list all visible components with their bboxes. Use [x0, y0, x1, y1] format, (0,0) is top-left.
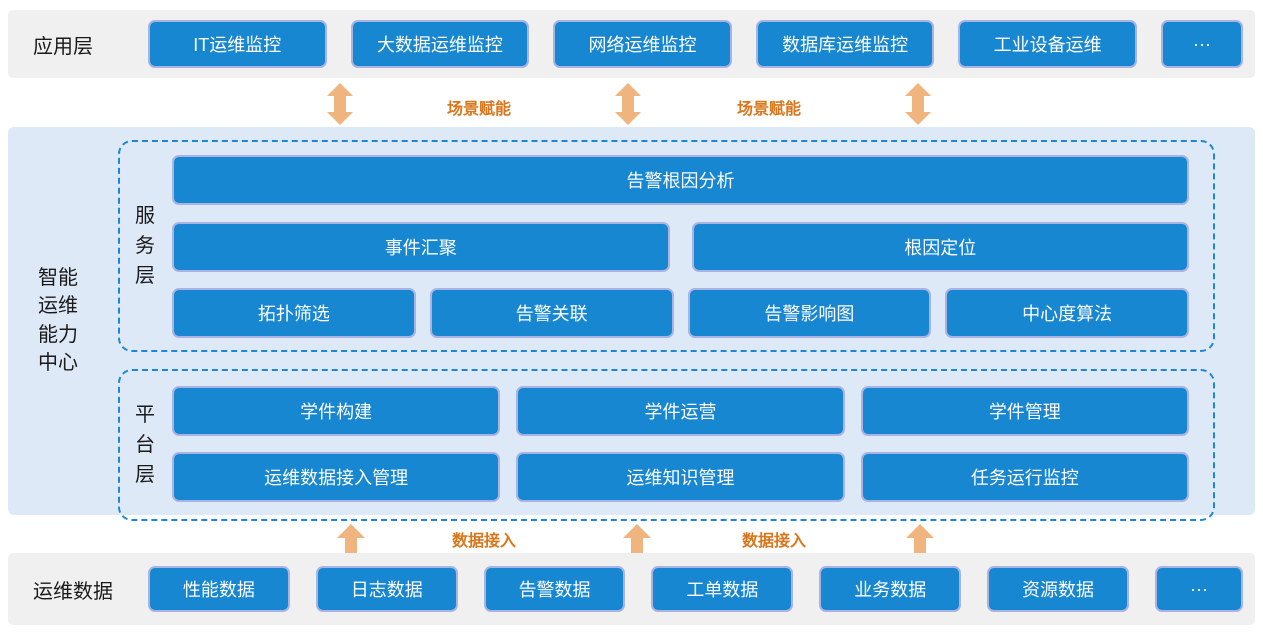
up-arrow-icon — [906, 524, 934, 553]
app-box-industrial-equipment-ops: 工业设备运维 — [958, 20, 1137, 68]
data-box-business-data: 业务数据 — [819, 566, 962, 612]
platform-layer-group: 平台层 学件构建 学件运营 学件管理 运维数据接入管理 运维知识管理 任务运行监… — [118, 369, 1215, 521]
data-access-label-1: 数据接入 — [452, 533, 517, 550]
platform-box-ops-knowledge-management: 运维知识管理 — [516, 452, 845, 502]
data-box-more-ellipsis: ··· — [1154, 566, 1243, 612]
service-box-alarm-correlation: 告警关联 — [429, 288, 674, 338]
app-box-bigdata-ops-monitoring: 大数据运维监控 — [350, 20, 530, 68]
app-box-it-ops-monitoring: IT运维监控 — [148, 20, 327, 68]
platform-box-ops-data-access-management: 运维数据接入管理 — [172, 452, 501, 502]
data-box-performance-data: 性能数据 — [148, 566, 290, 612]
app-box-more-ellipsis: ··· — [1160, 20, 1243, 68]
service-box-topology-filtering: 拓扑筛选 — [172, 288, 416, 338]
up-arrow-icon — [337, 524, 365, 553]
service-layer-group: 服务层 告警根因分析 事件汇聚 根因定位 拓扑筛选 告警关联 告警影响图 中心度… — [118, 140, 1215, 352]
service-layer-content: 告警根因分析 事件汇聚 根因定位 拓扑筛选 告警关联 告警影响图 中心度算法 — [172, 142, 1213, 350]
data-access-label-2: 数据接入 — [742, 533, 807, 550]
scene-enable-label-2: 场景赋能 — [737, 101, 802, 118]
data-box-alarm-data: 告警数据 — [483, 566, 626, 612]
service-box-centrality-algorithm: 中心度算法 — [945, 288, 1189, 338]
platform-box-learnware-build: 学件构建 — [172, 386, 501, 436]
up-arrow-icon — [623, 524, 651, 553]
ops-data-label: 运维数据 — [33, 580, 113, 603]
platform-box-task-run-monitoring: 任务运行监控 — [860, 452, 1189, 502]
service-box-alarm-impact-graph: 告警影响图 — [687, 288, 932, 338]
application-layer-label: 应用层 — [33, 35, 93, 58]
scene-enable-label-1: 场景赋能 — [447, 101, 512, 118]
app-box-network-ops-monitoring: 网络运维监控 — [553, 20, 732, 68]
capability-center-label: 智能运维能力中心 — [38, 267, 78, 375]
up-down-arrow-icon — [615, 83, 641, 125]
platform-layer-label: 平台层 — [135, 404, 155, 486]
service-layer-label: 服务层 — [135, 205, 155, 287]
data-box-resource-data: 资源数据 — [987, 566, 1129, 612]
ops-data-band: 运维数据 性能数据 日志数据 告警数据 工单数据 业务数据 资源数据 ··· — [8, 553, 1255, 625]
app-box-database-ops-monitoring: 数据库运维监控 — [755, 20, 935, 68]
up-down-arrow-icon — [327, 83, 353, 125]
service-box-root-cause-location: 根因定位 — [691, 222, 1189, 272]
platform-box-learnware-operation: 学件运营 — [516, 386, 845, 436]
platform-layer-content: 学件构建 学件运营 学件管理 运维数据接入管理 运维知识管理 任务运行监控 — [172, 371, 1213, 519]
platform-box-learnware-management: 学件管理 — [860, 386, 1189, 436]
data-box-ticket-data: 工单数据 — [651, 566, 794, 612]
service-box-event-aggregation: 事件汇聚 — [172, 222, 670, 272]
capability-center-band: 智能运维能力中心 服务层 告警根因分析 事件汇聚 根因定位 拓扑筛选 告警关联 … — [8, 127, 1255, 521]
service-box-alarm-root-cause-analysis: 告警根因分析 — [172, 155, 1189, 205]
application-layer-band: 应用层 IT运维监控 大数据运维监控 网络运维监控 数据库运维监控 工业设备运维… — [8, 10, 1255, 78]
data-box-log-data: 日志数据 — [315, 566, 458, 612]
up-down-arrow-icon — [905, 83, 931, 125]
